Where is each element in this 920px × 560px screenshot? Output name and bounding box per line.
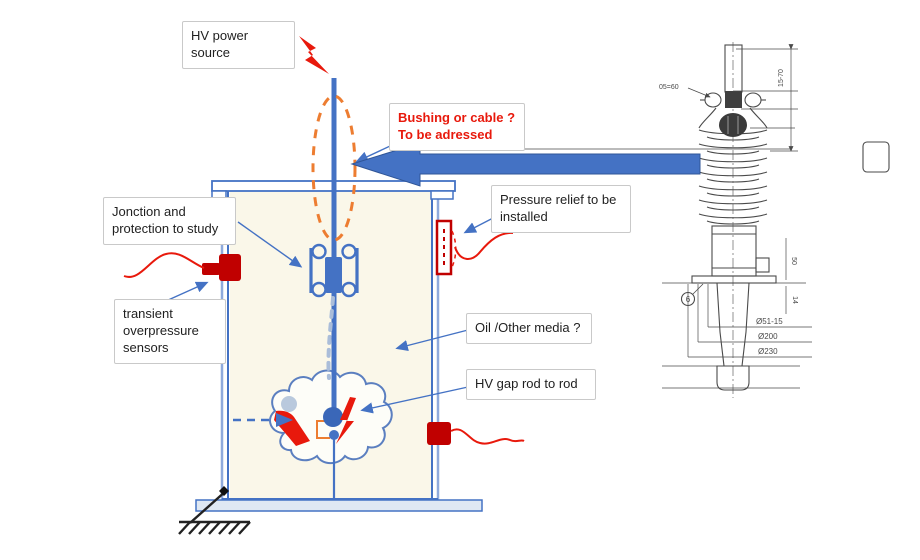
bottom-foot [716,365,750,391]
top-terminal-stud [724,44,743,93]
mounting-flange [691,275,777,284]
callout-jonction-protection: Jonction and protection to study [103,197,236,245]
leader-transient-sensors [165,281,209,302]
dashed-arrow-head [276,413,293,427]
junction-coil-ring [341,243,357,260]
dim-text-d2: Ø200 [758,332,778,341]
hv-rod [331,78,337,500]
relief-cable-squiggle [454,231,514,260]
junction-coil-ring [341,281,357,298]
pressure-puff [281,396,297,412]
dim-text-top-left: 05=60 [659,84,679,91]
leader-hv-gap [360,386,469,414]
gap-orange-bracket [316,420,330,439]
junction-body [325,257,342,293]
callout-text-line2: To be adressed [398,126,493,142]
tank-base-plate [195,499,483,512]
sensor-cable-squiggle [450,428,525,445]
gap-upper-electrode [323,407,343,427]
callout-hv-gap: HV gap rod to rod [466,369,596,400]
hv-source-lightning-icon [299,36,329,74]
ground-lead [189,489,228,524]
gap-lower-electrode [329,430,339,440]
sensor-body [427,422,451,445]
bell-transition [698,107,768,129]
callout-text: HV power source [191,28,249,60]
sensor-cable-squiggle [123,252,205,278]
hv-rod-upper [331,78,337,418]
callout-pressure-relief: Pressure relief to be installed [491,185,631,233]
bushing-zone-ellipse [311,94,357,242]
dim-text-d1: Ø51-15 [756,317,783,326]
callout-text: Oil /Other media ? [475,320,581,335]
callout-text: HV gap rod to rod [475,376,578,391]
left-overpressure-sensor [123,252,241,281]
ground-hatch [238,521,251,535]
lower-tube [716,282,750,367]
dim-leader [687,87,711,98]
clamp-left [704,92,722,108]
callout-oil-media: Oil /Other media ? [466,313,592,344]
clamp-center [725,91,742,108]
callout-text: Pressure relief to be installed [500,192,617,224]
callout-transient-sensors: transient overpressure sensors [114,299,226,364]
callout-text: Jonction and protection to study [112,204,219,236]
dim-text-d3: Ø230 [758,347,778,356]
ground-hatch [198,521,211,535]
clamp-right [744,92,762,108]
conductor-ball [719,113,747,137]
leader-oil-media [395,329,469,351]
callout-hv-power-source: HV power source [182,21,295,69]
sensor-body [219,254,241,281]
callout-bushing-or-cable: Bushing or cable ? To be adressed [389,103,525,151]
gap-lightning-bolt-icon [336,397,356,444]
sensor-stub [202,263,220,275]
ground-hatch [188,521,201,535]
junction-coil-ring [311,243,327,260]
bushing-dimension-lines [687,44,812,358]
right-overpressure-sensor [427,422,525,445]
ground-hatch [208,521,221,535]
junction-assembly [309,243,359,298]
dim-text-side-upper: 50 [790,257,797,265]
dim-text-side-lower: 14 [791,296,798,304]
ground-hatch [218,521,231,535]
side-fitting [755,257,770,273]
pressure-relief-port [435,219,514,276]
ground-symbol [178,486,251,535]
ground-hatch [228,521,241,535]
dim-text-height: 15-70 [778,69,785,87]
ground-connection-dot [219,486,229,496]
bushing-technical-drawing: 6 [659,42,890,398]
drawing-detail-rect [862,141,890,173]
callout-text: transient overpressure sensors [123,306,199,355]
ground-hatch [178,521,191,535]
overpressure-wave-arrow [233,413,293,427]
leader-jonction [237,221,303,268]
tank-lid-right-cap [430,190,454,200]
dashed-propagation-path [326,296,335,380]
callout-text-line1: Bushing or cable ? [398,110,516,125]
